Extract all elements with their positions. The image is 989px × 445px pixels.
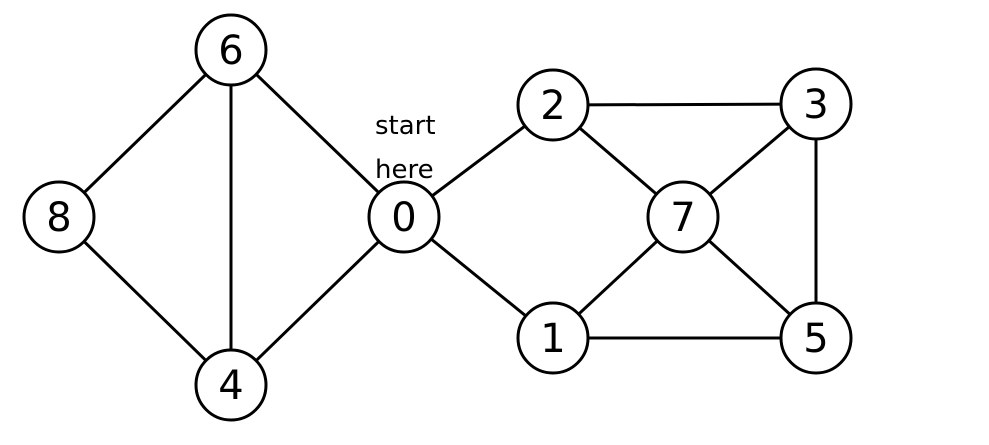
nodes-layer: 6 8 4 0 2 1 7 3 5	[22, 13, 853, 422]
node-circle	[779, 301, 853, 375]
node-8: 8	[22, 180, 96, 254]
node-circle	[194, 348, 268, 422]
node-label: 3	[803, 82, 828, 128]
edge-6-0	[229, 48, 406, 219]
node-circle	[646, 180, 720, 254]
node-2: 2	[516, 68, 590, 142]
node-4: 4	[194, 348, 268, 422]
node-circle	[22, 180, 96, 254]
node-circle	[516, 68, 590, 142]
node-5: 5	[779, 301, 853, 375]
node-6: 6	[194, 13, 268, 87]
edge-6-8	[57, 48, 233, 219]
start-annotation-line2: here	[375, 155, 434, 185]
node-label: 2	[540, 83, 565, 129]
node-3: 3	[779, 67, 853, 141]
start-annotation-line1: start	[375, 111, 436, 141]
node-circle	[779, 67, 853, 141]
node-label: 1	[540, 316, 565, 362]
node-0: 0	[367, 180, 441, 254]
node-label: 6	[218, 28, 243, 74]
edge-4-0	[229, 215, 406, 387]
node-label: 0	[391, 195, 416, 241]
edge-2-3	[552, 102, 817, 107]
node-label: 4	[218, 363, 243, 409]
node-circle	[367, 180, 441, 254]
node-circle	[516, 301, 590, 375]
node-circle	[194, 13, 268, 87]
node-1: 1	[516, 301, 590, 375]
edge-8-4	[57, 215, 233, 387]
node-label: 7	[670, 195, 695, 241]
node-7: 7	[646, 180, 720, 254]
node-label: 8	[46, 195, 71, 241]
node-label: 5	[803, 316, 828, 362]
